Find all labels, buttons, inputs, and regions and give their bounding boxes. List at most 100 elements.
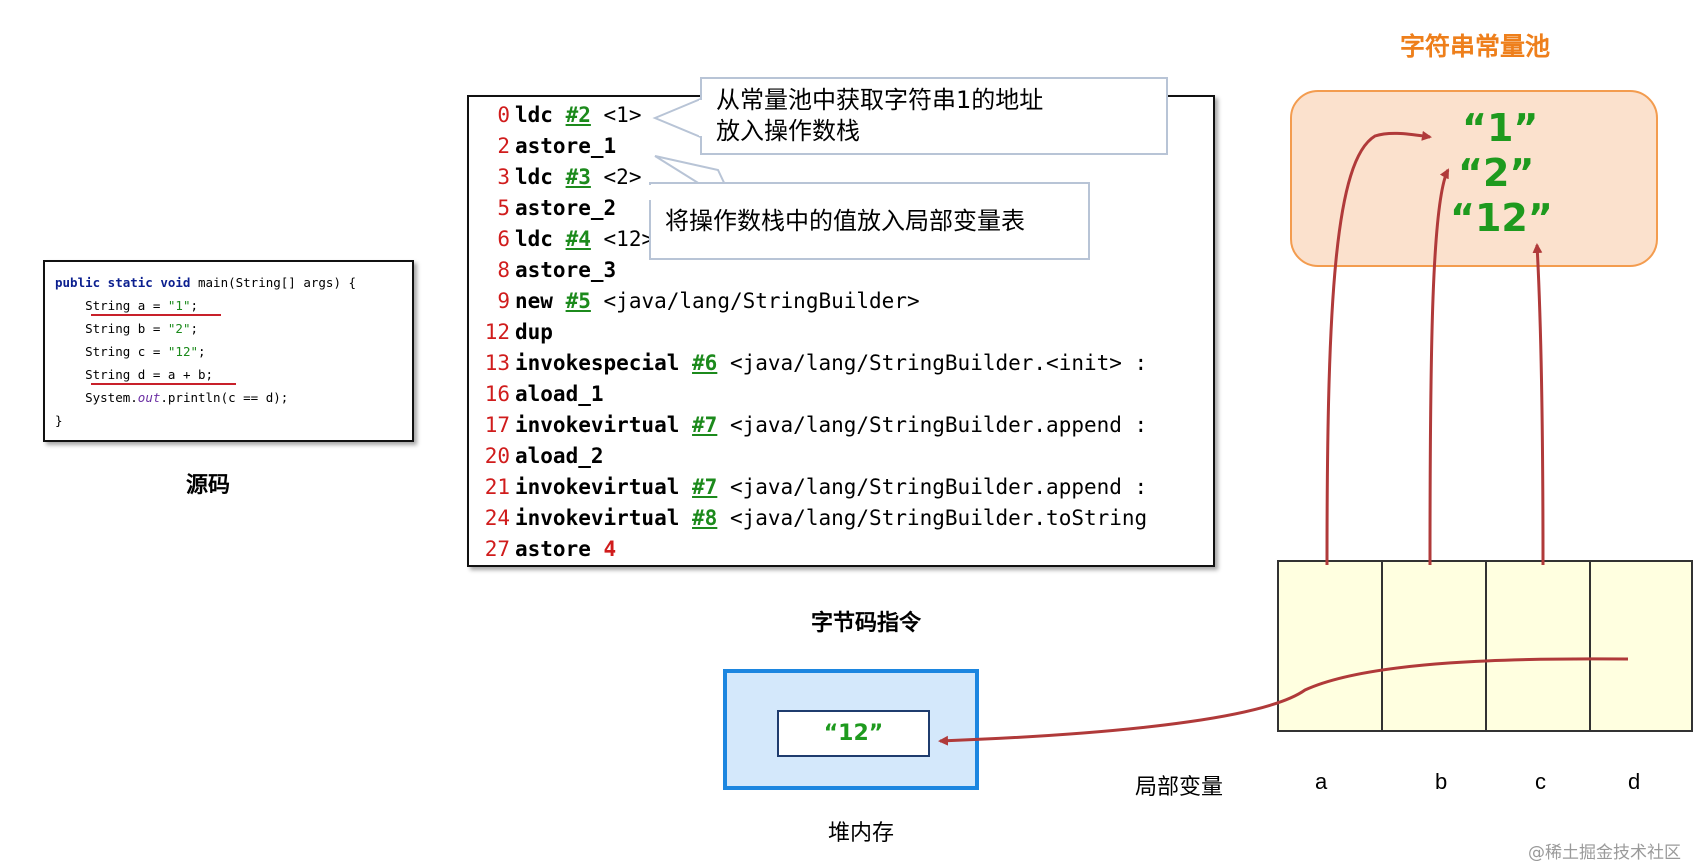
source-line: public static void main(String[] args) { — [55, 275, 356, 291]
bytecode-const-ref: #6 — [692, 351, 718, 375]
bytecode-operand: <java/lang/StringBuilder> — [590, 289, 920, 313]
source-line: String c = "12"; — [85, 344, 206, 359]
bytecode-opcode: invokevirtual — [515, 475, 680, 499]
bytecode-offset: 27 — [484, 537, 510, 561]
bytecode-opcode: astore_3 — [515, 258, 617, 282]
source-text: System. — [85, 390, 138, 405]
bytecode-operand: <java/lang/StringBuilder.append : — [717, 475, 1148, 499]
bytecode-opcode: invokespecial — [515, 351, 680, 375]
source-keywords: public static void — [55, 275, 191, 290]
bytecode-opcode: ldc — [515, 103, 553, 127]
callout-ldc: 从常量池中获取字符串1的地址 放入操作数栈 — [700, 77, 1168, 155]
bytecode-opcode: invokevirtual — [515, 506, 680, 530]
arrow-a-to-1 — [1325, 130, 1432, 566]
source-field: out — [137, 390, 161, 405]
callout-text: 从常量池中获取字符串1的地址 — [716, 86, 1044, 114]
arrow-d-to-heap — [938, 657, 1629, 746]
local-name-b: b — [1435, 769, 1448, 794]
bytecode-offset: 3 — [497, 165, 510, 189]
bytecode-operand: <2> — [590, 165, 642, 189]
bytecode-operand: <java/lang/StringBuilder.append : — [717, 413, 1148, 437]
locals-label: 局部变量 — [1135, 774, 1224, 799]
string-pool-title: 字符串常量池 — [1400, 32, 1551, 61]
bytecode-opcode: dup — [515, 320, 553, 344]
source-line: System.out.println(c == d); — [85, 390, 289, 405]
local-slot-d — [1589, 560, 1693, 732]
bytecode-const-ref: #4 — [565, 227, 591, 251]
bytecode-opcode: astore_2 — [515, 196, 617, 220]
local-name-c: c — [1535, 769, 1546, 794]
bytecode-const-ref: #2 — [565, 103, 591, 127]
bytecode-offset: 8 — [497, 258, 510, 282]
pool-string-1: “1” — [1462, 106, 1539, 150]
callout-text: 放入操作数栈 — [716, 117, 860, 145]
bytecode-offset: 24 — [484, 506, 510, 530]
source-line: String b = "2"; — [85, 321, 199, 336]
bytecode-operand: <12> — [590, 227, 655, 251]
bytecode-const-ref: #7 — [692, 475, 718, 499]
bytecode-opcode: astore_1 — [515, 134, 617, 158]
source-text: String c = — [85, 344, 168, 359]
arrow-b-to-2 — [1428, 168, 1450, 566]
watermark: @稀土掘金技术社区 — [1528, 843, 1681, 863]
bytecode-offset: 12 — [484, 320, 510, 344]
bytecode-opcode: new — [515, 289, 553, 313]
bytecode-offset: 21 — [484, 475, 510, 499]
bytecode-offset: 13 — [484, 351, 510, 375]
bytecode-offset: 9 — [497, 289, 510, 313]
bytecode-const-ref: #8 — [692, 506, 718, 530]
bytecode-offset: 0 — [497, 103, 510, 127]
heap-string-object: “12” — [777, 710, 930, 757]
source-line: String d = a + b; — [55, 367, 213, 383]
bytecode-const-ref: #7 — [692, 413, 718, 437]
bytecode-offset: 2 — [497, 134, 510, 158]
bytecode-opcode: ldc — [515, 165, 553, 189]
bytecode-opcode: aload_1 — [515, 382, 604, 406]
heap-label: 堆内存 — [828, 820, 895, 845]
local-slot-a — [1277, 560, 1383, 732]
bytecode-operand: <java/lang/StringBuilder.<init> : — [717, 351, 1148, 375]
pool-string-12: “12” — [1450, 196, 1553, 240]
bytecode-opcode: invokevirtual — [515, 413, 680, 437]
underline-mark — [91, 383, 236, 385]
bytecode-opcode: aload_2 — [515, 444, 604, 468]
bytecode-const-ref: #5 — [565, 289, 591, 313]
pool-string-2: “2” — [1458, 151, 1535, 195]
source-text: String a = — [85, 298, 168, 313]
local-slot-c — [1485, 560, 1591, 732]
source-string-literal: "1" — [167, 298, 191, 313]
bytecode-const-ref: #3 — [565, 165, 591, 189]
source-string-literal: "2" — [167, 321, 191, 336]
bytecode-index: 4 — [603, 537, 617, 561]
bytecode-offset: 6 — [497, 227, 510, 251]
source-string-literal: "12" — [167, 344, 199, 359]
bytecode-opcode: ldc — [515, 227, 553, 251]
source-text: } — [55, 413, 63, 428]
arrow-c-to-12 — [1532, 243, 1545, 566]
source-text: String b = — [85, 321, 168, 336]
bytecode-opcode: astore — [515, 537, 591, 561]
bytecode-caption: 字节码指令 — [811, 611, 922, 636]
source-line: } — [55, 413, 63, 429]
bytecode-offset: 5 — [497, 196, 510, 220]
bytecode-offset: 20 — [484, 444, 510, 468]
bytecode-operand: <1> — [590, 103, 642, 127]
bytecode-offset: 17 — [484, 413, 510, 437]
